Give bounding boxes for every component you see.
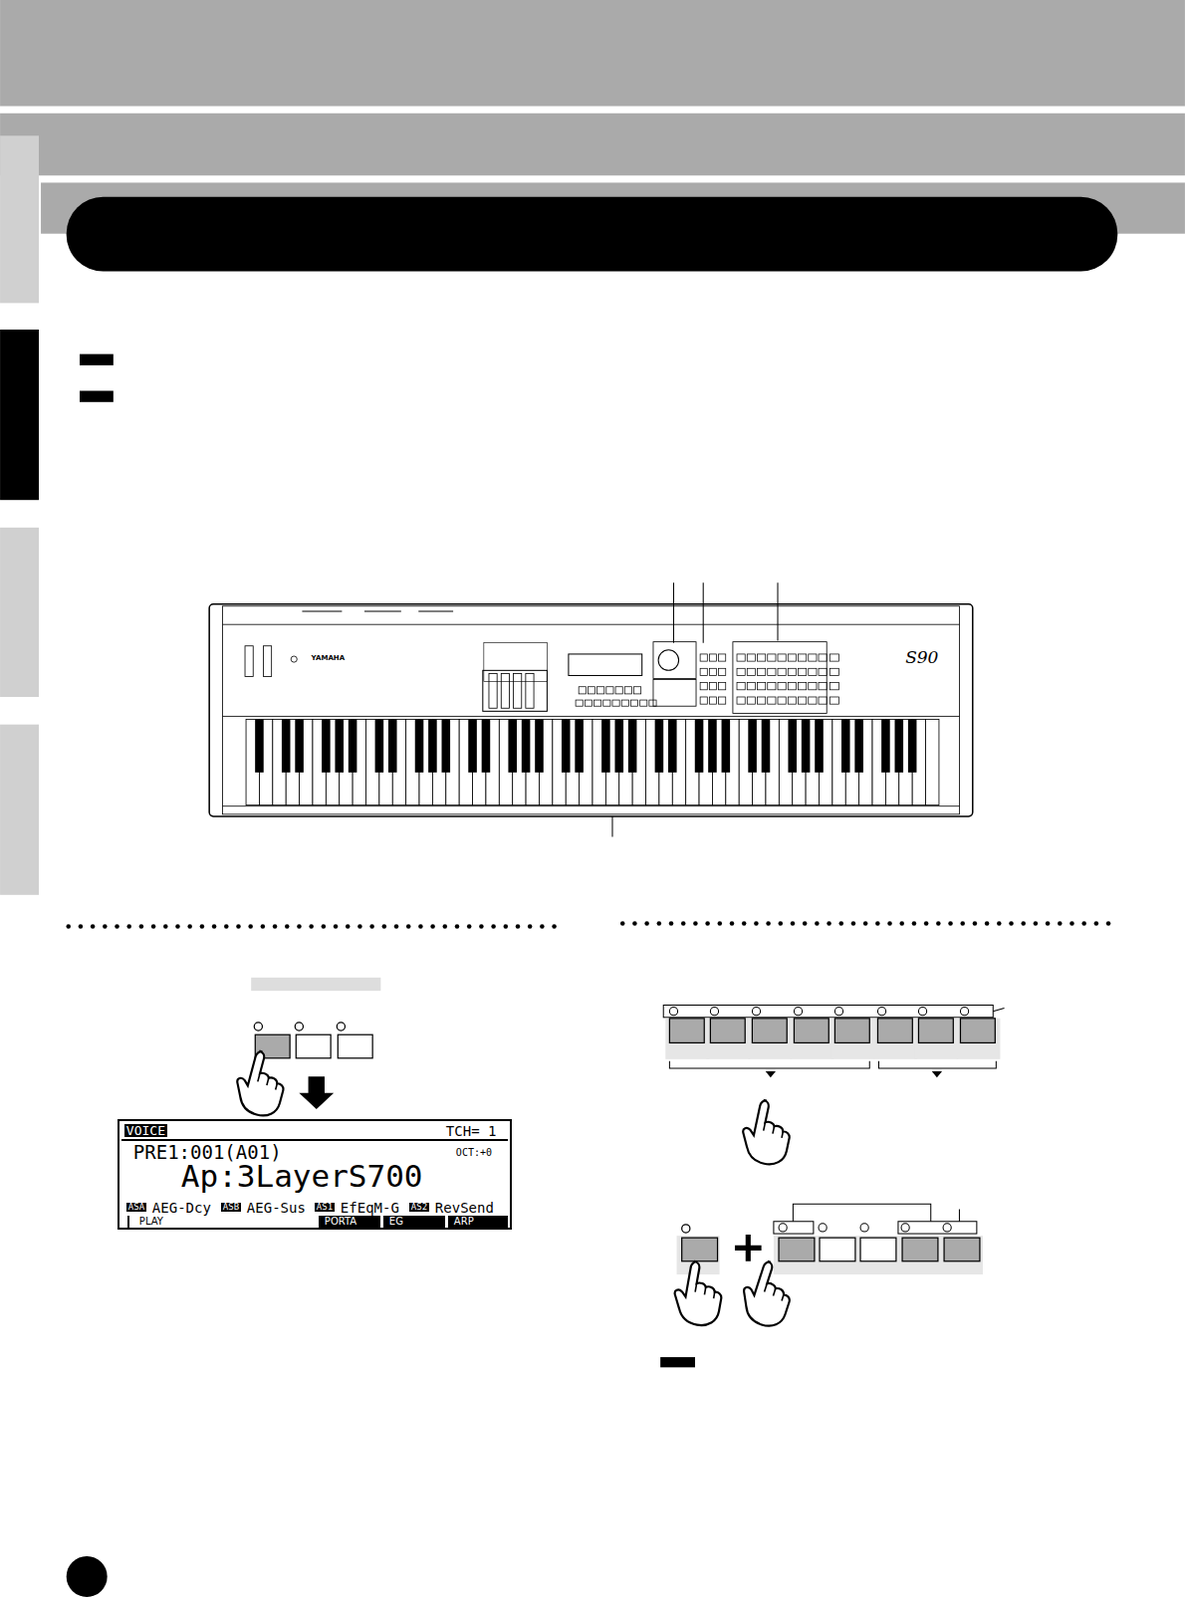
side-tab	[0, 724, 39, 896]
dotted-rule	[65, 921, 1111, 930]
model-logo: S90	[905, 649, 939, 667]
keyboard-illustration	[209, 604, 973, 817]
lcd-voice-number: PRE1:001(A01)	[133, 1143, 282, 1163]
lcd-knob-tag: ASB	[221, 1202, 241, 1212]
header-band	[0, 0, 1185, 107]
hand-icon	[736, 1097, 796, 1169]
down-arrow	[298, 1076, 334, 1110]
page-number-disc	[66, 1556, 108, 1598]
lcd-knob-param: AEG-Sus	[246, 1200, 306, 1215]
button-row	[253, 1022, 373, 1059]
header-band	[0, 113, 1185, 177]
side-tab	[0, 329, 39, 500]
hand-icon	[735, 1257, 800, 1332]
button-strip	[663, 1004, 1004, 1078]
lcd-channel: TCH= 1	[446, 1124, 497, 1139]
lcd-voice-name: Ap:3LayerS700	[181, 1161, 424, 1192]
lcd-knob-tag: AS2	[409, 1202, 430, 1212]
label-bar	[250, 977, 381, 991]
button-combo	[677, 1203, 983, 1275]
lcd-knob-tag: AS1	[314, 1202, 335, 1212]
lcd-knob-param: EfEqM-G	[340, 1200, 400, 1215]
lcd-function-tab: PLAY	[127, 1215, 194, 1230]
leader-line	[612, 582, 778, 837]
title-bar	[66, 197, 1119, 272]
hand-icon	[670, 1258, 727, 1329]
brand-logo: YAMAHA	[311, 655, 345, 663]
keyboard-keys	[245, 719, 940, 806]
bullet-mark	[79, 354, 114, 366]
lcd-knob-param: AEG-Dcy	[152, 1200, 212, 1215]
lcd-function-tab: EG	[383, 1215, 446, 1228]
bullet-mark	[79, 391, 114, 403]
hand-icon	[230, 1047, 291, 1120]
note-mark	[660, 1357, 696, 1368]
lcd-function-tab: PORTA	[318, 1215, 381, 1228]
lcd-mode-tab: VOICE	[124, 1124, 168, 1138]
lcd-knob-tag: ASA	[126, 1202, 147, 1212]
lcd-display: VOICE TCH= 1 PRE1:001(A01) OCT:+0Ap:3LayerS…	[117, 1119, 512, 1230]
lcd-function-tab: ARP	[448, 1215, 508, 1228]
lcd-octave: OCT:+0	[456, 1148, 492, 1159]
side-tab	[0, 527, 39, 698]
lcd-knob-param: RevSend	[435, 1200, 494, 1215]
side-tab	[0, 135, 39, 303]
lcd-rule	[121, 1139, 508, 1142]
